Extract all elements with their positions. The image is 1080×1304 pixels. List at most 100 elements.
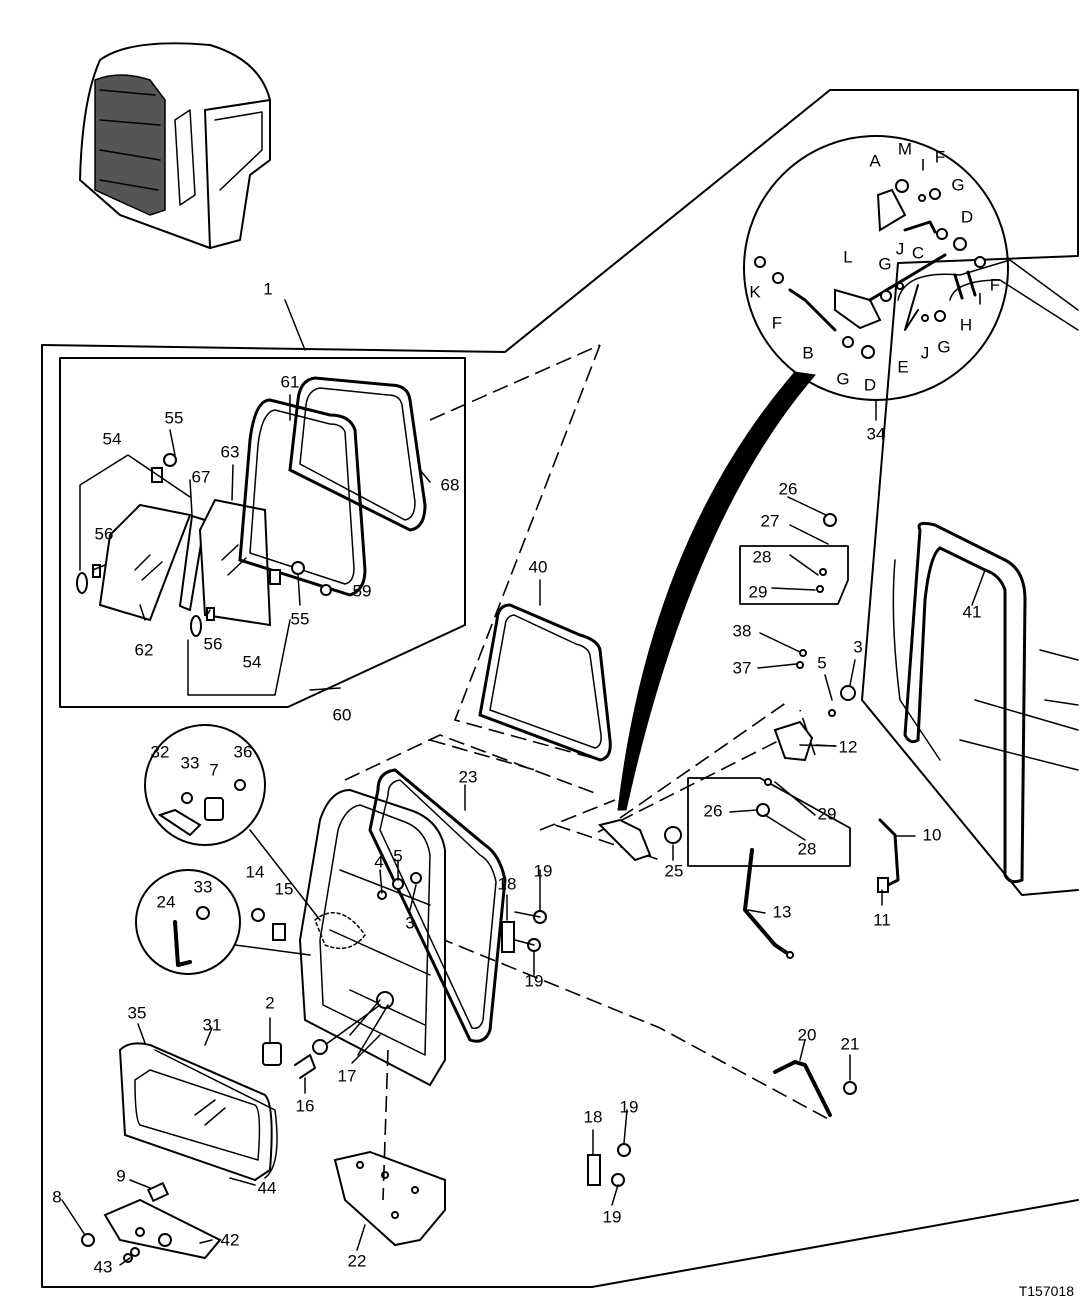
letter-f: F	[935, 147, 945, 166]
window-inset-60	[59, 344, 601, 761]
callout-9: 9	[116, 1166, 125, 1185]
letter-m: M	[898, 139, 912, 158]
callout-7: 7	[209, 760, 218, 779]
letter-a: A	[869, 151, 881, 170]
callout-40: 40	[529, 557, 548, 576]
callout-28: 28	[753, 547, 772, 566]
callout-4: 4	[374, 852, 383, 871]
detail-circle-bracket	[135, 869, 311, 975]
detail-leader	[617, 371, 816, 811]
callout-67: 67	[192, 467, 211, 486]
callout-54b: 54	[243, 652, 262, 671]
callout-54: 54	[103, 429, 122, 448]
callout-26b: 26	[704, 801, 723, 820]
callout-44: 44	[258, 1178, 277, 1197]
detail-circle-handle	[144, 724, 321, 921]
assembly-outline	[41, 89, 1079, 1288]
callout-8: 8	[52, 1187, 61, 1206]
letter-f2: F	[772, 313, 782, 332]
letter-c: C	[912, 243, 924, 262]
letter-k: K	[749, 282, 761, 301]
callout-21: 21	[841, 1034, 860, 1053]
callout-42: 42	[221, 1230, 240, 1249]
detail-34-letters: A M I F G D C J G L K F B G D E J G H I …	[749, 139, 1000, 394]
cab-thumbnail	[79, 42, 271, 249]
callout-1: 1	[263, 279, 272, 298]
callout-38: 38	[733, 621, 752, 640]
callout-leaders	[61, 299, 986, 1266]
letter-g2: G	[878, 254, 891, 273]
callout-3: 3	[405, 913, 414, 932]
callout-2: 2	[265, 993, 274, 1012]
letter-e: E	[897, 357, 908, 376]
callout-10: 10	[923, 825, 942, 844]
callout-68: 68	[441, 475, 460, 494]
callout-23: 23	[459, 767, 478, 786]
callout-37: 37	[733, 658, 752, 677]
letter-f3: F	[990, 275, 1000, 294]
callout-5: 5	[393, 846, 402, 865]
letter-g3: G	[836, 369, 849, 388]
lower-window	[81, 1042, 278, 1263]
letter-b: B	[802, 343, 813, 362]
callout-labels: 1 60 54 55 56 62 67 63 61 68 59 55 56 54…	[52, 279, 981, 1276]
callout-11: 11	[873, 910, 891, 929]
callout-19d: 19	[603, 1207, 622, 1226]
callout-19c: 19	[620, 1097, 639, 1116]
callout-18b: 18	[584, 1107, 603, 1126]
callout-36: 36	[234, 742, 253, 761]
letter-d2: D	[864, 375, 876, 394]
callout-29b: 29	[818, 804, 837, 823]
letter-l: L	[843, 247, 852, 266]
cab-frame-41	[892, 259, 1079, 884]
panel-22	[333, 1049, 446, 1247]
letter-j2: J	[921, 343, 930, 362]
callout-61: 61	[281, 372, 300, 391]
figure-reference: T157018	[1019, 1283, 1074, 1299]
callout-13: 13	[773, 902, 792, 921]
callout-43: 43	[94, 1257, 113, 1276]
letter-h: H	[960, 315, 972, 334]
callout-55b: 55	[291, 609, 310, 628]
letter-g: G	[951, 175, 964, 194]
callout-62: 62	[135, 640, 154, 659]
callout-12: 12	[839, 737, 858, 756]
latch-assembly	[597, 513, 900, 959]
callout-56: 56	[95, 524, 114, 543]
seal-40	[478, 603, 612, 762]
callout-24: 24	[157, 892, 176, 911]
callout-59: 59	[353, 581, 372, 600]
callout-56b: 56	[204, 634, 223, 653]
callout-60: 60	[333, 705, 352, 724]
callout-34: 34	[867, 424, 886, 443]
callout-35: 35	[128, 1003, 147, 1022]
callout-33: 33	[181, 753, 200, 772]
callout-14: 14	[246, 862, 265, 881]
letter-d: D	[961, 207, 973, 226]
letter-g4: G	[937, 337, 950, 356]
door-frame	[298, 734, 831, 1121]
letter-i2: I	[978, 289, 983, 308]
callout-33b: 33	[194, 877, 213, 896]
callout-16: 16	[296, 1096, 315, 1115]
callout-28b: 28	[798, 839, 817, 858]
detail-circle-34	[743, 135, 1009, 401]
callout-18: 18	[498, 874, 517, 893]
callout-55: 55	[165, 408, 184, 427]
callout-20: 20	[798, 1025, 817, 1044]
callout-25: 25	[665, 861, 684, 880]
callout-41: 41	[963, 602, 982, 621]
callout-17: 17	[338, 1066, 357, 1085]
callout-63: 63	[221, 442, 240, 461]
callout-5b: 5	[817, 653, 826, 672]
callout-19b: 19	[525, 971, 544, 990]
callout-27: 27	[761, 511, 780, 530]
callout-32: 32	[151, 742, 170, 761]
callout-29: 29	[749, 582, 768, 601]
callout-19: 19	[534, 861, 553, 880]
callout-31: 31	[203, 1015, 222, 1034]
callout-3b: 3	[853, 637, 862, 656]
letter-i: I	[921, 155, 926, 174]
callout-22: 22	[348, 1251, 367, 1270]
